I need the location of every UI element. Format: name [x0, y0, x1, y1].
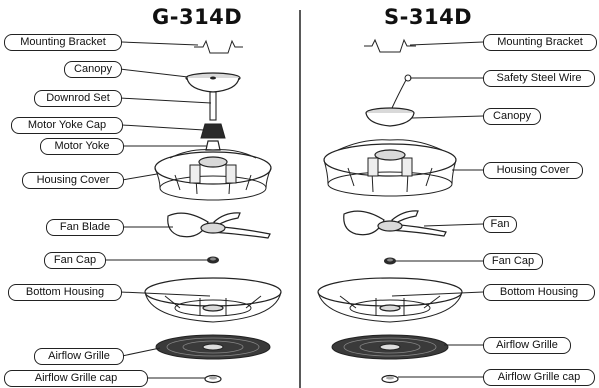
left-fan-cap — [207, 256, 219, 264]
right-mounting-bracket — [364, 38, 416, 53]
left-bottom-housing — [144, 277, 282, 323]
label-right-bottom-housing: Bottom Housing — [483, 284, 595, 301]
left-downrod — [209, 91, 217, 121]
right-safety-steel-wire — [391, 74, 412, 109]
label-right-fan-cap: Fan Cap — [483, 253, 543, 270]
label-right-mounting-bracket: Mounting Bracket — [483, 34, 597, 51]
left-airflow-grille — [155, 334, 271, 360]
label-left-housing-cover: Housing Cover — [22, 172, 124, 189]
label-right-airflow-grille-cap: Airflow Grille cap — [483, 369, 595, 386]
right-airflow-grille — [331, 334, 449, 360]
label-left-motor-yoke: Motor Yoke — [40, 138, 124, 155]
right-housing-cover — [323, 139, 457, 197]
label-right-airflow-grille: Airflow Grille — [483, 337, 571, 354]
label-left-motor-yoke-cap: Motor Yoke Cap — [11, 117, 123, 134]
left-motor-yoke-cap — [200, 123, 226, 139]
label-right-housing-cover: Housing Cover — [483, 162, 583, 179]
left-motor-yoke — [205, 140, 221, 151]
label-right-safety-steel-wire: Safety Steel Wire — [483, 70, 595, 87]
right-fan-cap — [384, 257, 396, 265]
left-airflow-grille-cap — [204, 374, 222, 384]
left-leader-lines — [104, 41, 212, 379]
left-parts — [144, 39, 282, 384]
right-leader-lines — [391, 41, 484, 378]
right-parts — [317, 38, 463, 384]
label-left-bottom-housing: Bottom Housing — [8, 284, 122, 301]
left-housing-cover — [154, 149, 272, 201]
label-left-mounting-bracket: Mounting Bracket — [4, 34, 122, 51]
left-mounting-bracket — [194, 39, 243, 54]
left-canopy — [185, 72, 241, 93]
right-fan — [343, 210, 447, 237]
label-right-canopy: Canopy — [483, 108, 541, 125]
label-right-fan: Fan — [483, 216, 517, 233]
right-airflow-grille-cap — [381, 374, 399, 384]
label-left-downrod-set: Downrod Set — [34, 90, 122, 107]
right-canopy — [365, 107, 415, 127]
model-title-left: G-314D — [152, 5, 243, 29]
label-left-canopy: Canopy — [64, 61, 122, 78]
label-left-airflow-grille: Airflow Grille — [34, 348, 124, 365]
label-left-airflow-grille-cap: Airflow Grille cap — [4, 370, 148, 387]
left-fan-blade — [167, 212, 271, 239]
label-left-fan-cap: Fan Cap — [44, 252, 106, 269]
model-title-right: S-314D — [384, 5, 473, 29]
label-left-fan-blade: Fan Blade — [46, 219, 124, 236]
right-bottom-housing — [317, 277, 463, 323]
